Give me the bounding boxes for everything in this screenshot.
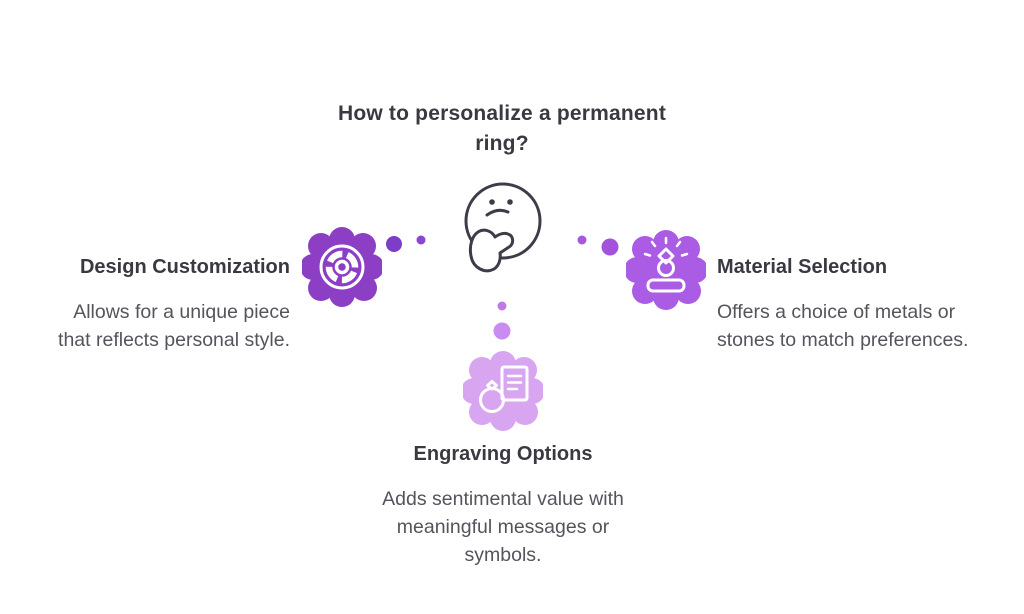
page-title-line1: How to personalize a permanent xyxy=(337,102,667,125)
branch-design-customization: Design Customization Allows for a unique… xyxy=(0,254,290,354)
thinking-face-icon xyxy=(464,182,542,273)
face-left-eye xyxy=(489,199,495,205)
sparkle-rays xyxy=(643,236,689,257)
description-line: stones to match preferences. xyxy=(717,329,969,351)
certificate-lines xyxy=(506,374,523,391)
face-hand-on-chin xyxy=(468,228,515,273)
connector-dot-right-large xyxy=(601,238,619,256)
description-line: Allows for a unique piece xyxy=(73,301,290,323)
blob-shape xyxy=(302,227,382,307)
engraving-options-blob xyxy=(463,351,543,431)
face-right-eye xyxy=(507,199,513,205)
branch-description: Allows for a unique piece that reflects p… xyxy=(0,298,290,354)
branch-description: Offers a choice of metals or stones to ma… xyxy=(717,298,1024,354)
connector-dot-left-small xyxy=(416,235,426,245)
branch-heading: Material Selection xyxy=(717,256,888,278)
branch-material-selection: Material Selection Offers a choice of me… xyxy=(717,254,1024,354)
description-line: meaningful messages or xyxy=(396,516,610,538)
branch-engraving-options: Engraving Options Adds sentimental value… xyxy=(343,441,663,569)
face-frown-mouth xyxy=(485,208,510,217)
design-customization-blob xyxy=(302,227,382,307)
material-selection-blob xyxy=(626,230,706,310)
blob-shape xyxy=(626,230,706,310)
description-line: Adds sentimental value with xyxy=(382,488,624,510)
description-line: symbols. xyxy=(464,544,542,566)
connector-dot-left-large xyxy=(386,236,402,252)
page-title: How to personalize a permanent ring? xyxy=(302,99,702,159)
ring-certificate-icon xyxy=(479,365,529,413)
branch-heading: Engraving Options xyxy=(413,443,593,465)
description-line: that reflects personal style. xyxy=(58,329,290,351)
description-line: Offers a choice of metals or xyxy=(717,301,956,323)
branch-heading: Design Customization xyxy=(79,256,290,278)
blob-shape xyxy=(463,351,543,431)
ring-display-icon xyxy=(643,236,689,293)
connector-dot-bottom-large xyxy=(493,322,511,340)
branch-description: Adds sentimental value with meaningful me… xyxy=(343,485,663,569)
connector-dot-bottom-small xyxy=(497,301,507,311)
page-title-line2: ring? xyxy=(475,132,529,155)
connector-dot-right-small xyxy=(577,235,587,245)
face-head-circle xyxy=(464,182,542,260)
